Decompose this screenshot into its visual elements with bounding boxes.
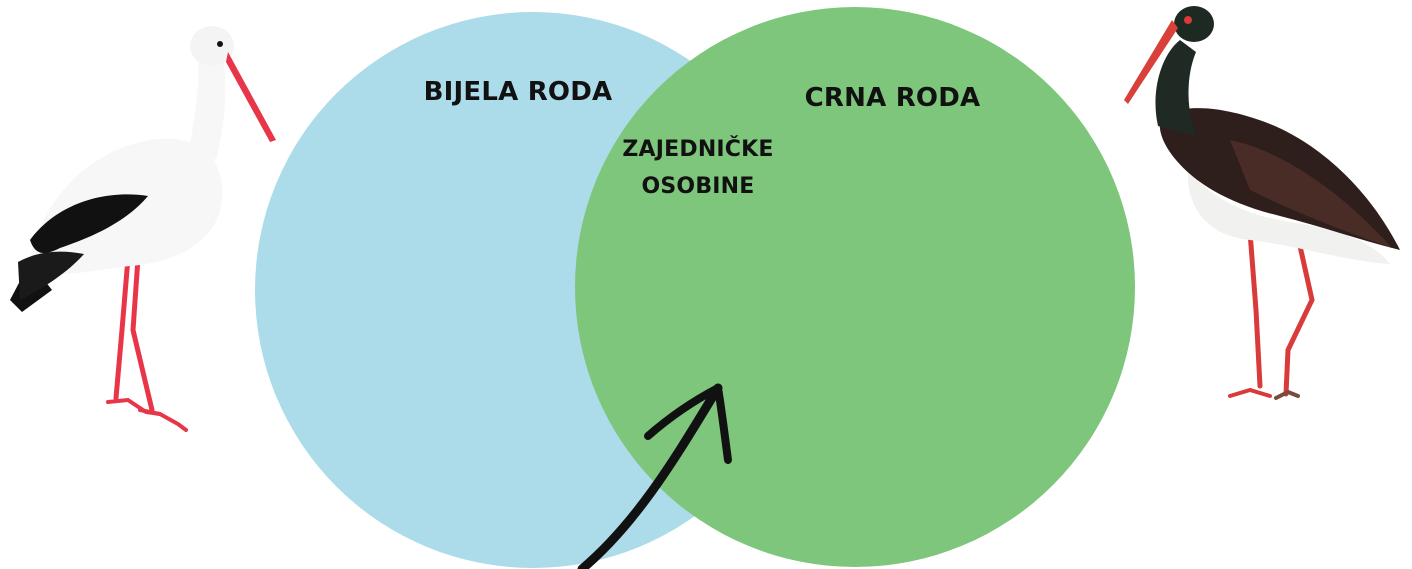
white-stork-label: BIJELA RODA	[423, 77, 613, 107]
intersection-label: ZAJEDNIČKE OSOBINE	[612, 131, 784, 205]
black-stork-label: CRNA RODA	[804, 83, 981, 113]
black-stork-image	[1124, 6, 1400, 400]
intersection-label-line1: ZAJEDNIČKE	[622, 137, 774, 162]
white-stork-image	[10, 26, 276, 432]
black-stork-circle	[575, 7, 1135, 567]
arrow-icon	[577, 383, 732, 569]
intersection-label-line2: OSOBINE	[641, 174, 755, 199]
